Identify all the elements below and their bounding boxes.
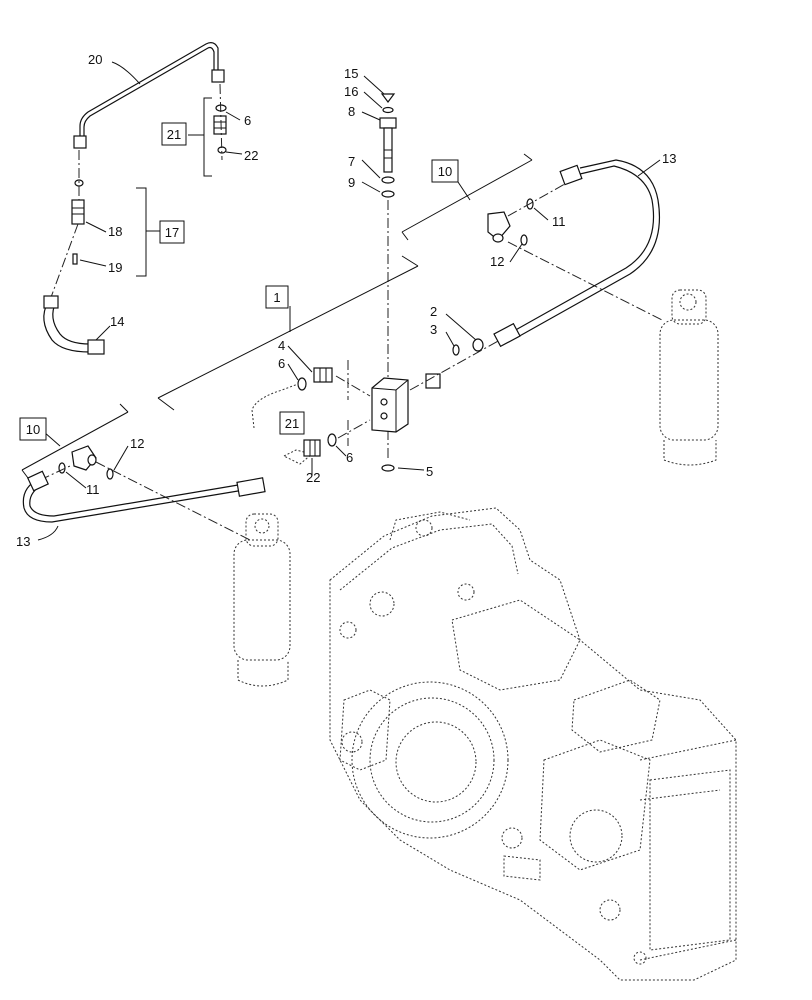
callout-13-right: 13: [662, 151, 676, 166]
boxed-callout-10-left-text: 10: [26, 422, 40, 437]
callout-22-top: 22: [244, 148, 258, 163]
bolt-8: [379, 117, 397, 173]
callout-20: 20: [88, 52, 102, 67]
callout-16: 16: [344, 84, 358, 99]
callout-6-top: 6: [244, 113, 251, 128]
transmission-housing: [329, 507, 737, 981]
adapter-18: [71, 179, 85, 225]
callout-18: 18: [108, 224, 122, 239]
tube-20: [73, 42, 225, 149]
bracket-1: [157, 255, 419, 411]
washer-7: [381, 176, 395, 184]
hose-13-right: [493, 159, 661, 348]
boxed-callout-21-mid: 21: [279, 411, 305, 435]
fitting-21-top: [213, 115, 227, 135]
boxed-callout-10-right-text: 10: [438, 164, 452, 179]
callout-12-left: 12: [130, 436, 144, 451]
boxed-callout-21-top: 21: [161, 122, 187, 146]
o-ring-11-left: [58, 462, 66, 474]
callout-2: 2: [430, 304, 437, 319]
leader-lines: [37, 61, 661, 541]
callout-9: 9: [348, 175, 355, 190]
callout-22-mid: 22: [306, 470, 320, 485]
adapter-right: [425, 373, 441, 389]
fitting-21-mid: [282, 439, 321, 465]
boxed-callout-10-right: 10: [431, 159, 459, 183]
callout-15: 15: [344, 66, 358, 81]
o-ring-12-left: [106, 468, 114, 480]
boxed-callout-10-left: 10: [19, 417, 47, 441]
cap-15: [380, 93, 396, 103]
callout-11-right: 11: [552, 214, 566, 229]
callout-19: 19: [108, 260, 122, 275]
hose-13-left: [22, 470, 266, 523]
o-ring-19: [72, 253, 78, 265]
washer-16: [382, 106, 394, 114]
boxed-callout-21-mid-text: 21: [285, 416, 299, 431]
o-ring-6-mid: [297, 377, 307, 391]
callout-14: 14: [110, 314, 124, 329]
callout-8: 8: [348, 104, 355, 119]
boxed-callout-21-top-text: 21: [167, 127, 181, 142]
valve-block: [371, 377, 409, 433]
bracket-21-top: [188, 97, 212, 177]
bracket-10-left: [21, 403, 129, 479]
elbow-fitting-right: [487, 211, 511, 243]
o-ring-12-right: [520, 234, 528, 246]
o-ring-6-lower: [327, 433, 337, 447]
boxed-callout-17-text: 17: [165, 225, 179, 240]
fitting-2: [472, 338, 484, 352]
o-ring-5: [381, 464, 395, 472]
fitting-4: [313, 367, 333, 383]
callout-6-lower: 6: [346, 450, 353, 465]
callout-4: 4: [278, 338, 285, 353]
boxed-callout-17: 17: [159, 220, 185, 244]
boxed-callout-1: 1: [265, 285, 289, 309]
elbow-fitting-left: [71, 445, 97, 471]
hose-14: [43, 295, 105, 355]
callout-5: 5: [426, 464, 433, 479]
callout-12-right: 12: [490, 254, 504, 269]
callout-13-left: 13: [16, 534, 30, 549]
cylinder-left: [233, 513, 291, 687]
callout-11-left: 11: [86, 482, 100, 497]
washer-9: [381, 190, 395, 198]
callout-6-mid: 6: [278, 356, 285, 371]
callout-labels: 20 6 22 18 19 14 15 16 8 7 9 13 11 12 2 …: [16, 52, 676, 549]
callout-7: 7: [348, 154, 355, 169]
callout-3: 3: [430, 322, 437, 337]
cylinder-right: [659, 289, 719, 466]
o-ring-3: [452, 344, 460, 356]
boxed-callout-1-text: 1: [273, 290, 280, 305]
bracket-10-right: [401, 153, 533, 241]
bracket-17: [136, 187, 160, 277]
